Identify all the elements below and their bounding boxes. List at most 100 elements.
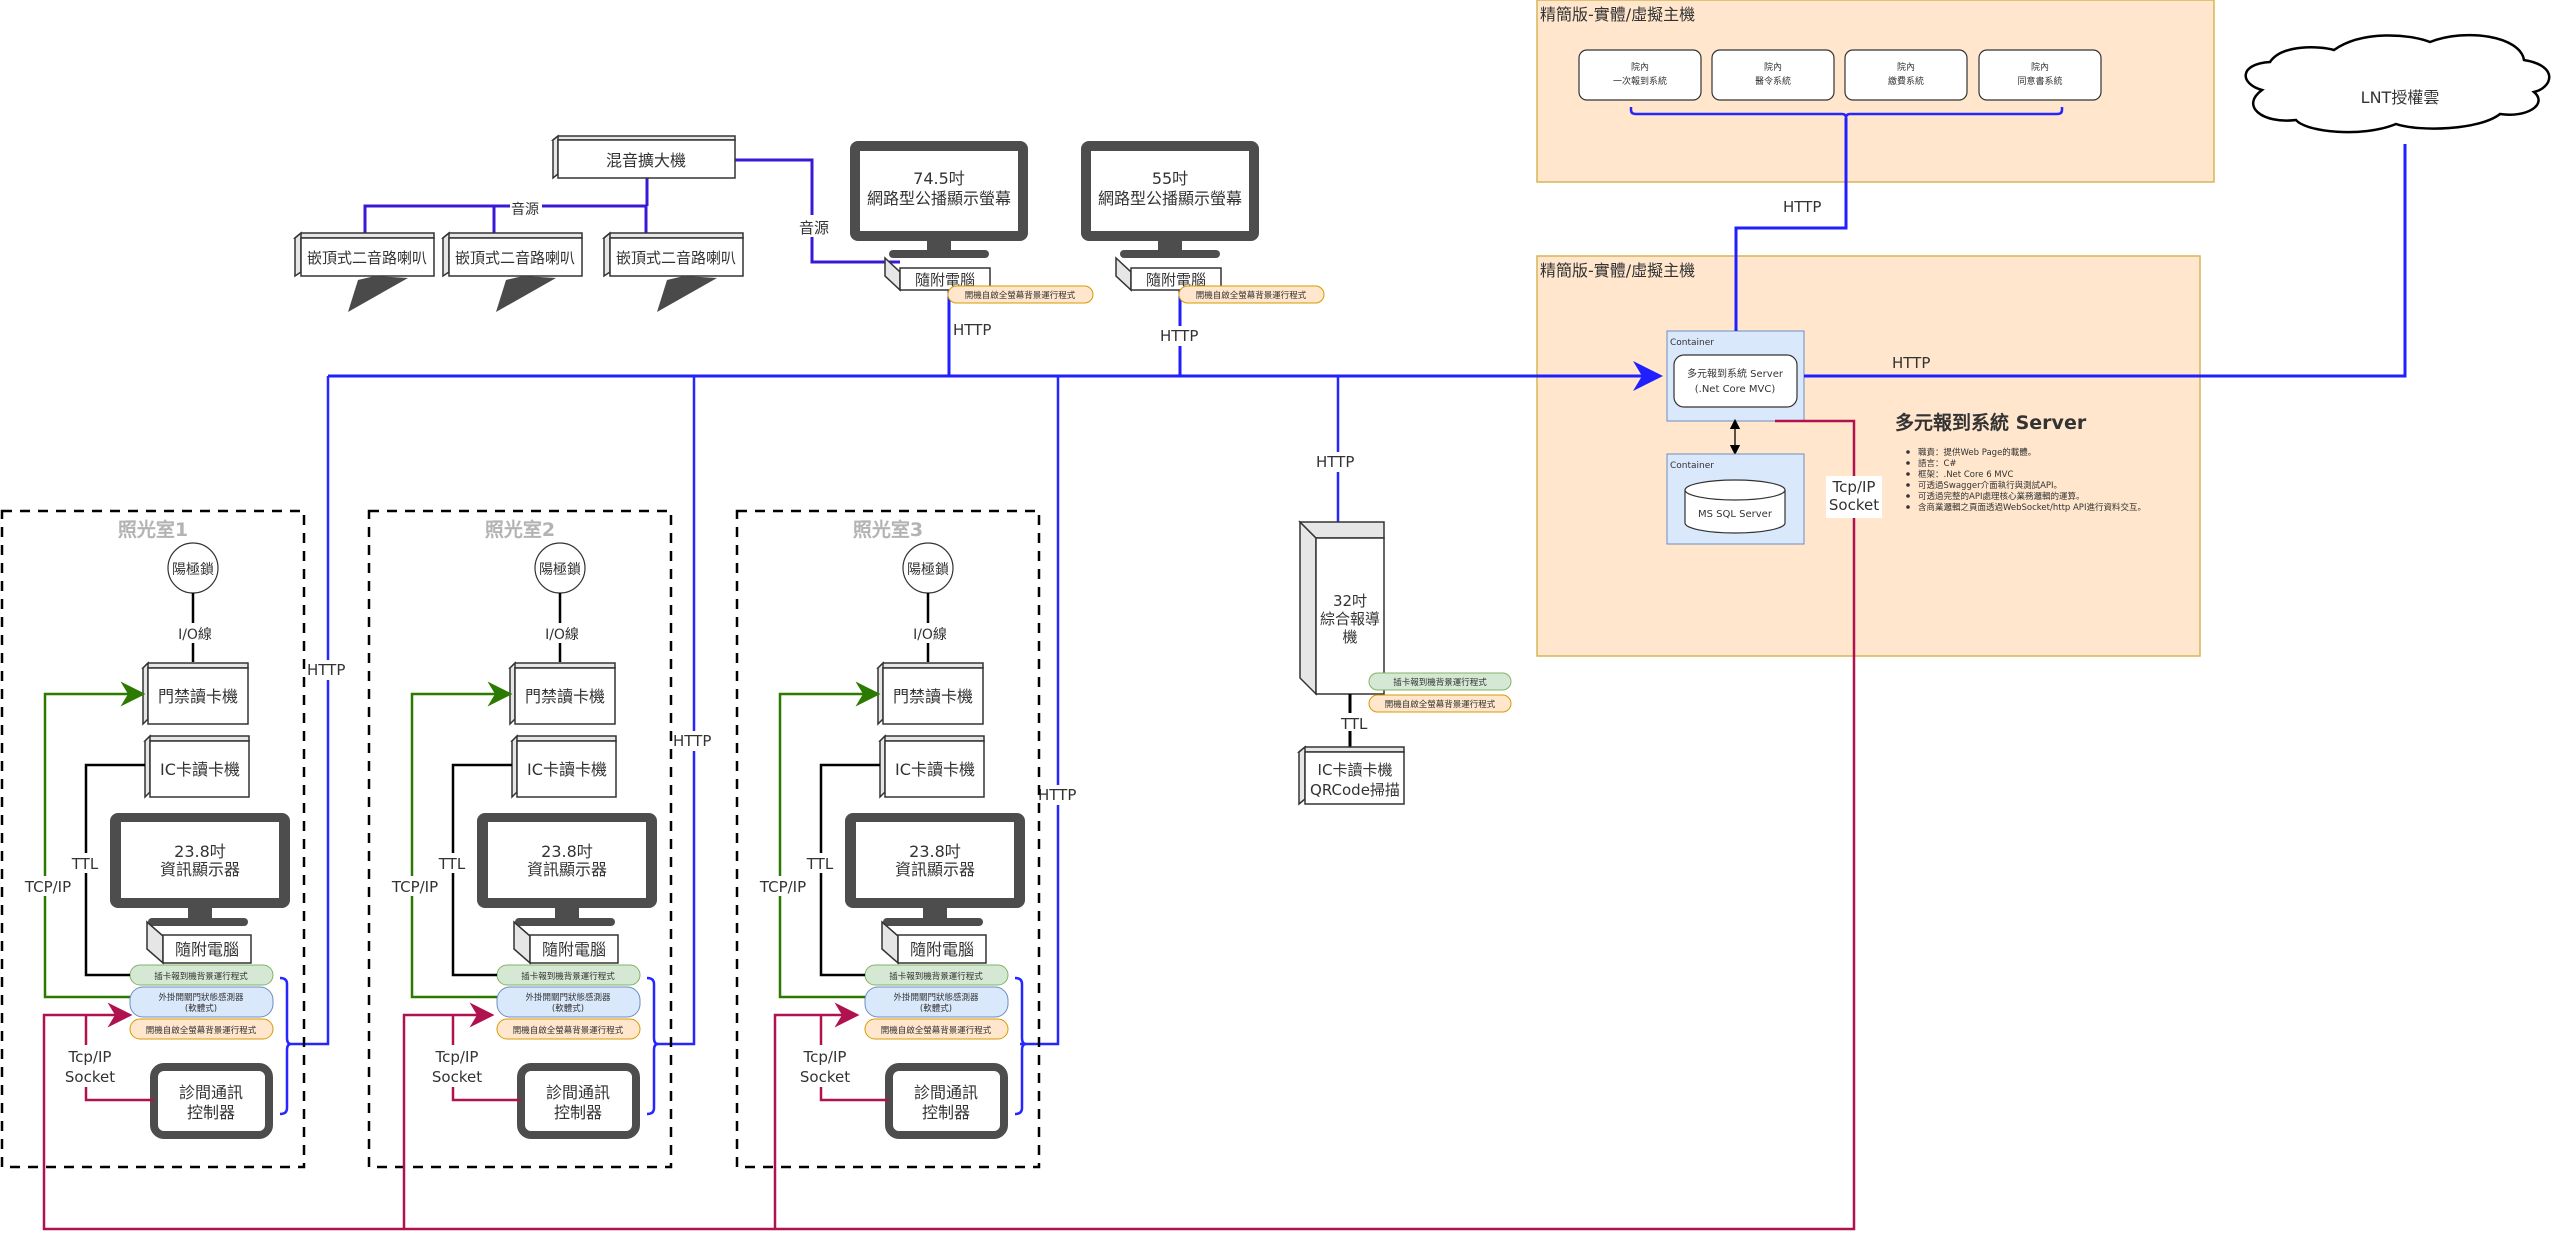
- http-label: HTTP: [1892, 354, 1930, 372]
- pc-label: 隨附電腦: [175, 940, 239, 959]
- mixer-amplifier[interactable]: 混音擴大機: [550, 134, 736, 180]
- app-sensor-badge: [864, 986, 1009, 1018]
- ic-card-reader[interactable]: IC卡讀卡機: [878, 734, 985, 799]
- host-top-title: 精簡版-實體/虛擬主機: [1540, 5, 1695, 24]
- exam-room-1: 照光室1陽極鎖I/O線門禁讀卡機IC卡讀卡機23.8吋資訊顯示器隨附電腦插卡報到…: [0, 509, 306, 1169]
- speaker-2[interactable]: 嵌頂式二音路喇叭: [440, 231, 583, 312]
- pc-label: 隨附電腦: [1146, 271, 1206, 289]
- tcpip-label: TCP/IP: [391, 878, 438, 896]
- socket-local-line: [84, 1015, 154, 1102]
- socket-label-2: Socket: [1829, 496, 1879, 514]
- monitor-name: 資訊顯示器: [160, 860, 240, 879]
- app-sensor-label-2: (軟體式): [185, 1003, 217, 1014]
- container-label: Container: [1670, 338, 1714, 348]
- speaker-3[interactable]: 嵌頂式二音路喇叭: [601, 231, 744, 312]
- socket-line-room-3: [773, 1002, 860, 1229]
- http-label: HTTP: [1316, 453, 1354, 471]
- attached-pc[interactable]: 隨附電腦: [146, 920, 252, 965]
- server-node[interactable]: [1673, 354, 1798, 408]
- socket-label: Tcp/IP: [68, 1048, 112, 1066]
- room-boundary: [367, 509, 673, 1169]
- socket-network: Tcp/IP Socket: [42, 419, 1882, 1231]
- ic-reader-label: IC卡讀卡機: [527, 760, 607, 779]
- signage-pc-1[interactable]: 隨附電腦: [884, 256, 991, 292]
- host-bottom-title: 精簡版-實體/虛擬主機: [1540, 261, 1695, 280]
- server-desc-list: 職責：提供Web Page的載體。 語言：C# 框架：.Net Core 6 M…: [1906, 447, 2146, 513]
- server-desc-item: 可透過完整的API處理核心業務邏輯的運算。: [1918, 491, 2084, 502]
- app-fullscreen-badge: [129, 1018, 274, 1040]
- electric-lock[interactable]: 陽極鎖: [534, 542, 586, 594]
- app-fullscreen-label: 開機自啟全螢幕背景運行程式: [146, 1025, 257, 1036]
- system-box-line1: 院內: [1897, 61, 1915, 73]
- http-label: HTTP: [1160, 327, 1198, 345]
- attached-pc[interactable]: 隨附電腦: [881, 920, 987, 965]
- controller-label: 診間通訊: [179, 1083, 243, 1102]
- speaker-icon: [496, 276, 556, 312]
- kiosk-reader[interactable]: IC卡讀卡機 QRCode掃描: [1296, 745, 1405, 806]
- system-box-line1: 院內: [1631, 61, 1649, 73]
- mixer-label: 混音擴大機: [606, 151, 686, 170]
- system-box-orders[interactable]: 院內 醫令系統: [1711, 49, 1835, 101]
- access-card-reader[interactable]: 門禁讀卡機: [141, 661, 249, 726]
- io-label: I/O線: [913, 627, 947, 643]
- electric-lock[interactable]: 陽極鎖: [167, 542, 219, 594]
- attached-pc[interactable]: 隨附電腦: [513, 920, 619, 965]
- electric-lock[interactable]: 陽極鎖: [902, 542, 954, 594]
- io-label: I/O線: [545, 627, 579, 643]
- server-name: 多元報到系統 Server: [1687, 367, 1784, 380]
- app-sensor-label: 外掛開關門狀態感測器: [158, 992, 244, 1003]
- cloud-lnt[interactable]: LNT授權雲: [2244, 33, 2551, 134]
- system-box-checkin[interactable]: 院內 一次報到系統: [1578, 49, 1702, 101]
- signage-pc-2[interactable]: 隨附電腦: [1115, 256, 1222, 292]
- http-room-3: [1020, 376, 1060, 1046]
- apps-brace: [279, 976, 292, 1116]
- speaker-1[interactable]: 嵌頂式二音路喇叭: [292, 231, 435, 312]
- signage-display-1[interactable]: 74.5吋 網路型公播顯示螢幕 隨附電腦 開機自啟全螢幕背景運行程式: [850, 141, 1094, 304]
- svg-text:開機自啟全螢幕背景運行程式: 開機自啟全螢幕背景運行程式: [965, 290, 1076, 301]
- controller-label-2: 控制器: [922, 1103, 970, 1122]
- signage-name: 網路型公播顯示螢幕: [1098, 189, 1242, 208]
- controller-label-2: 控制器: [187, 1103, 235, 1122]
- lock-label: 陽極鎖: [539, 562, 581, 578]
- ic-card-reader[interactable]: IC卡讀卡機: [143, 734, 250, 799]
- room-boundary: [735, 509, 1041, 1169]
- signage-size: 74.5吋: [913, 169, 965, 188]
- rooms: 照光室1陽極鎖I/O線門禁讀卡機IC卡讀卡機23.8吋資訊顯示器隨附電腦插卡報到…: [0, 509, 1041, 1169]
- reader-label-1: IC卡讀卡機: [1318, 761, 1393, 779]
- socket-line-room-2: [402, 1002, 495, 1229]
- access-card-reader[interactable]: 門禁讀卡機: [876, 661, 984, 726]
- system-box-line2: 醫令系統: [1755, 75, 1791, 87]
- audio-source-label: 音源: [799, 219, 829, 237]
- ttl-label: TTL: [1340, 715, 1368, 733]
- database-icon: [1684, 479, 1786, 534]
- system-box-consent[interactable]: 院內 同意書系統: [1978, 49, 2102, 101]
- kiosk[interactable]: 32吋 綜合報導 機 插卡報到機背景運行程式 開機自啟全螢幕背景運行程式: [1298, 520, 1512, 713]
- app-sensor-label: 外掛開關門狀態感測器: [893, 992, 979, 1003]
- ic-reader-label: IC卡讀卡機: [160, 760, 240, 779]
- app-checkin-label: 插卡報到機背景運行程式: [889, 971, 983, 982]
- monitor-name: 資訊顯示器: [527, 860, 607, 879]
- db-container[interactable]: Container MS SQL Server: [1666, 453, 1805, 545]
- apps-brace: [1014, 976, 1027, 1116]
- io-label: I/O線: [178, 627, 212, 643]
- audio-source-label: 音源: [511, 201, 539, 218]
- http-server-cloud: [1804, 144, 2407, 378]
- http-room-2: [655, 376, 696, 1046]
- ic-card-reader[interactable]: IC卡讀卡機: [510, 734, 617, 799]
- access-card-reader[interactable]: 門禁讀卡機: [508, 661, 616, 726]
- socket-label-2: Socket: [432, 1068, 482, 1086]
- signage-name: 網路型公播顯示螢幕: [867, 189, 1011, 208]
- server-container[interactable]: Container 多元報到系統 Server (.Net Core MVC): [1666, 330, 1805, 422]
- signage-display-2[interactable]: 55吋 網路型公播顯示螢幕 隨附電腦 開機自啟全螢幕背景運行程式: [1081, 141, 1325, 304]
- http-label: HTTP: [953, 321, 991, 339]
- system-box-payment[interactable]: 院內 繳費系統: [1844, 49, 1968, 101]
- speaker-icon: [348, 276, 408, 312]
- system-box-line2: 同意書系統: [2017, 75, 2062, 87]
- pc-label: 隨附電腦: [542, 940, 606, 959]
